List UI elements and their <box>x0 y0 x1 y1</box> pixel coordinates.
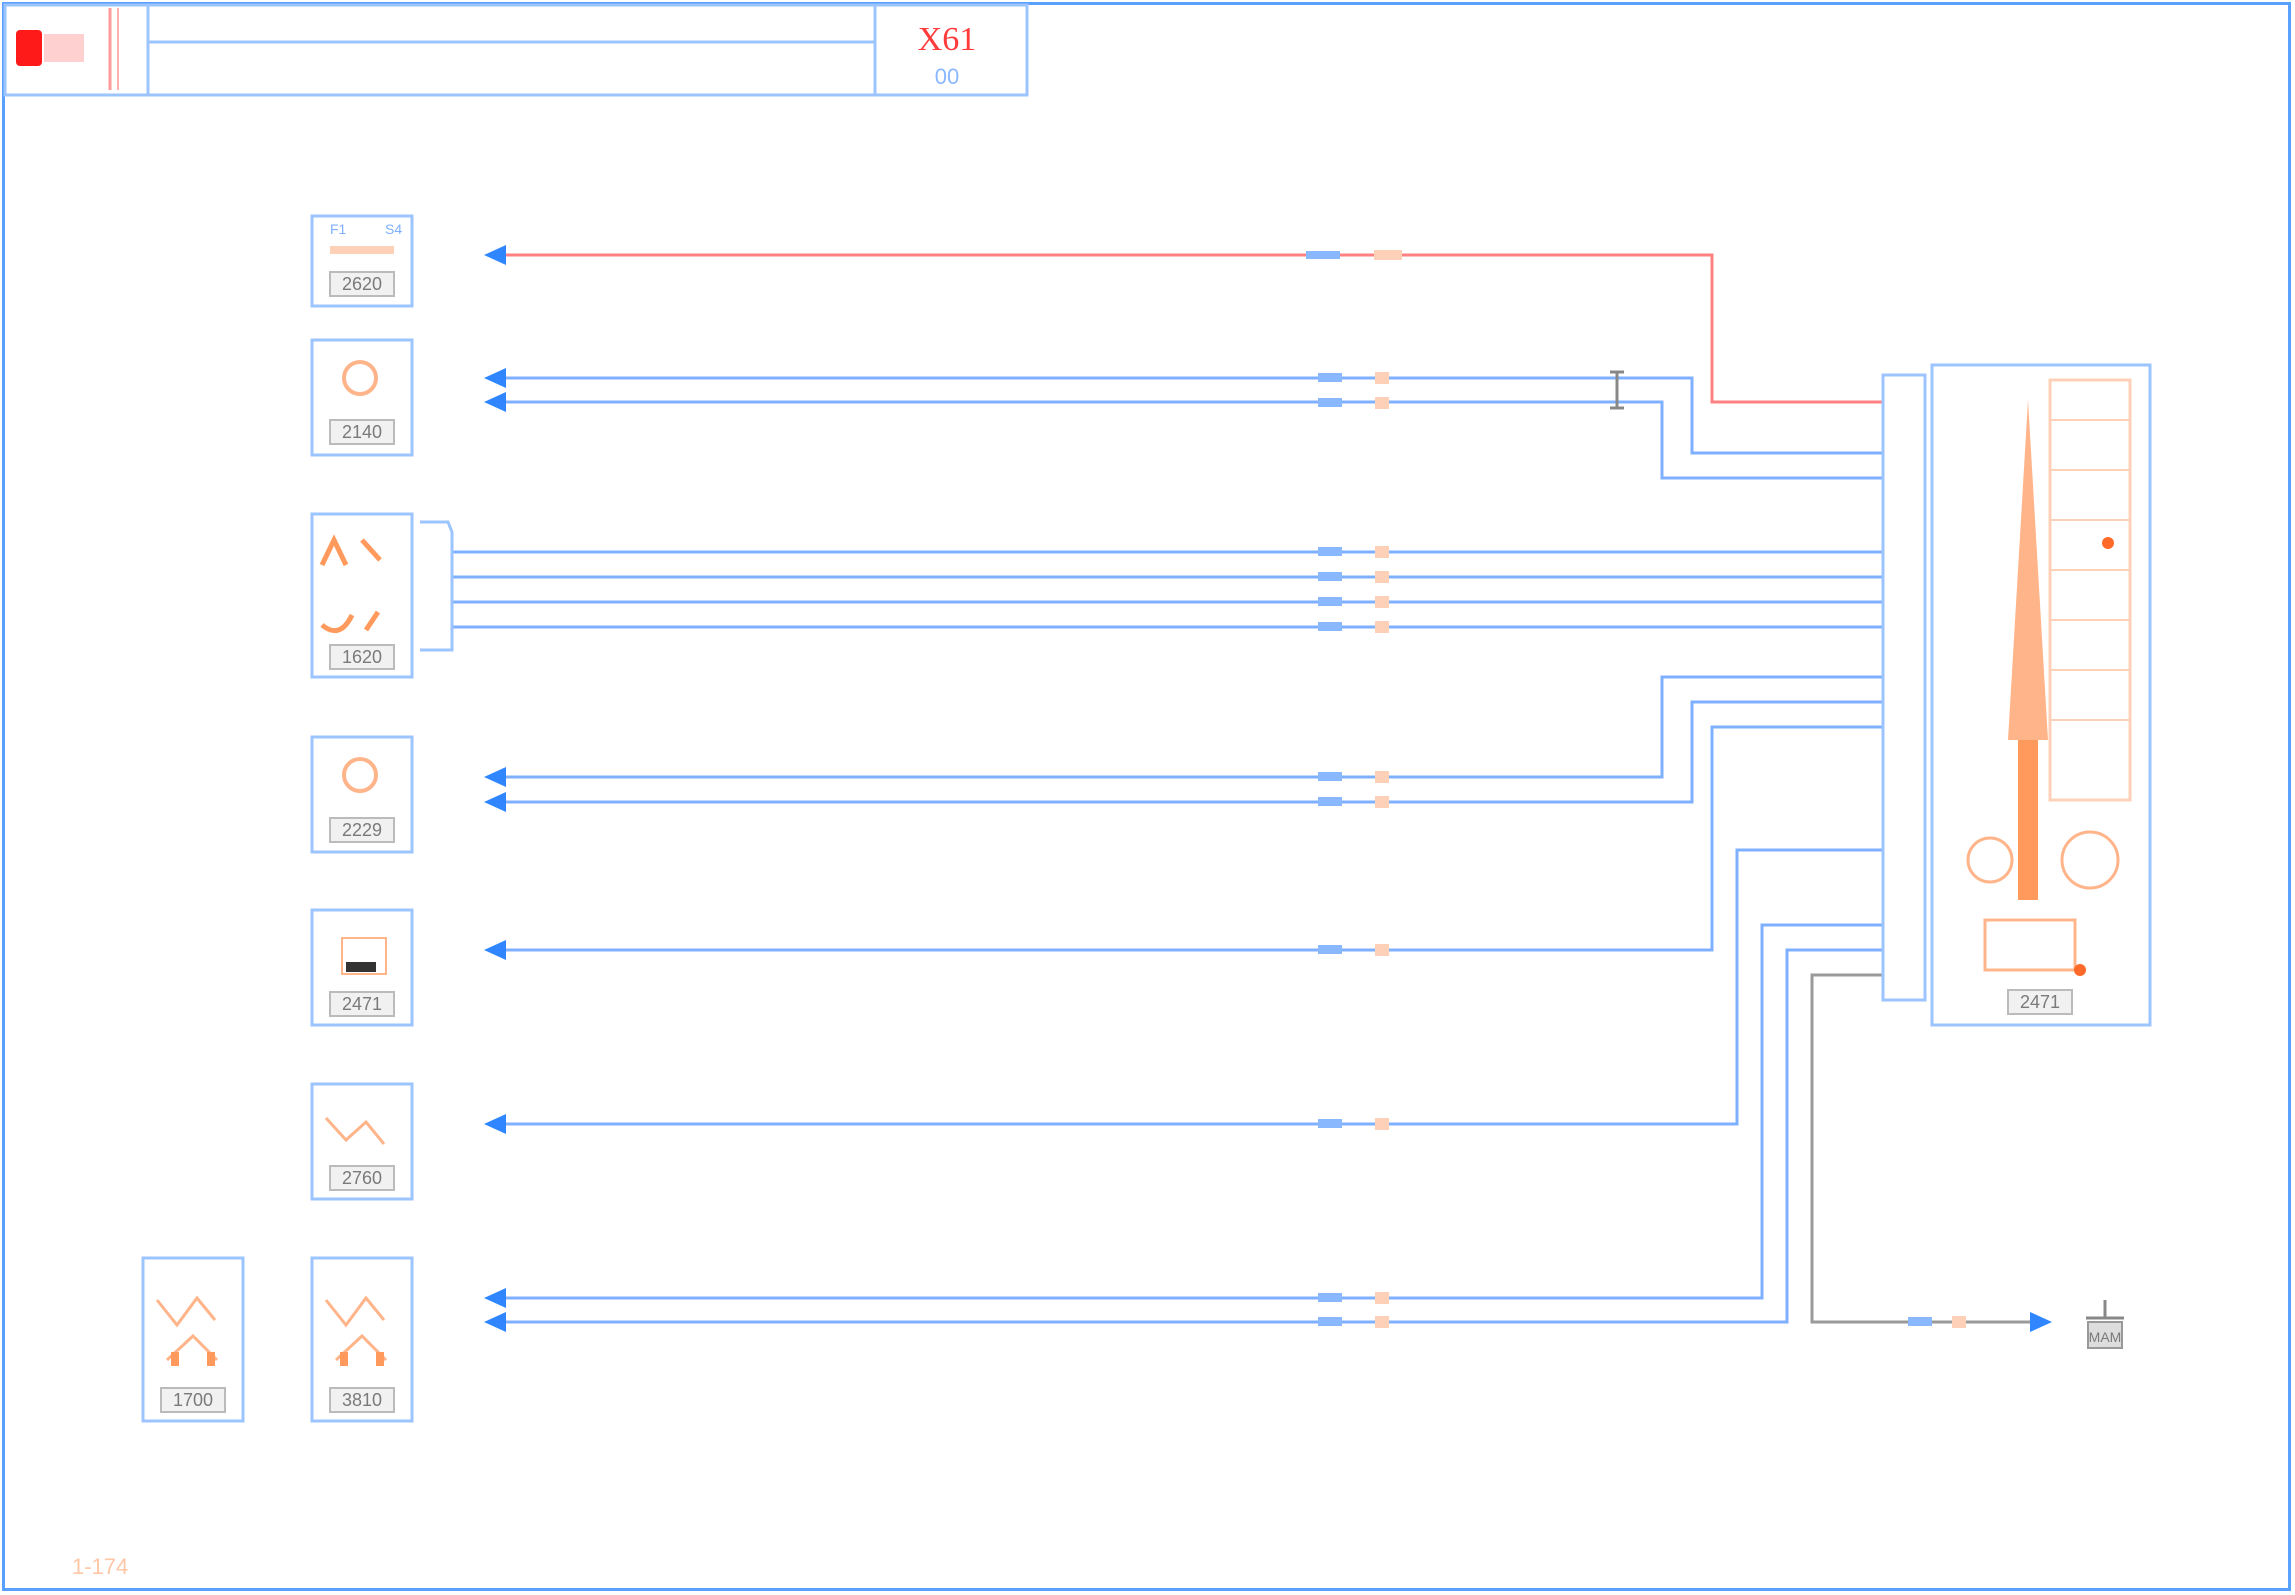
arrow-icon <box>484 392 506 412</box>
component-c8: 1700 <box>141 1256 245 1423</box>
component-code: 3810 <box>342 1390 382 1410</box>
arrow-icon <box>2030 1312 2052 1332</box>
connector-icon <box>16 8 119 90</box>
ground-label: MAM <box>2089 1329 2122 1345</box>
diagram-subtitle: 00 <box>935 64 959 89</box>
signal-wires <box>420 370 2040 1324</box>
component-c5: 2471 <box>310 908 414 1027</box>
arrow-icon <box>484 767 506 787</box>
page-reference: 1-174 <box>72 1554 128 1579</box>
arrow-icon <box>484 245 506 265</box>
wire-code-marks <box>1318 372 1966 1328</box>
pin-label: S4 <box>385 221 402 237</box>
ground-icon: MAM <box>2086 1300 2124 1349</box>
arrow-icon <box>484 940 506 960</box>
power-wire <box>500 250 1885 404</box>
arrow-icon <box>484 792 506 812</box>
component-code: 2620 <box>342 274 382 294</box>
component-c7: 3810 <box>310 1256 414 1423</box>
component-c2: 2140 <box>310 338 414 457</box>
arrow-icon <box>484 1288 506 1308</box>
component-code: 2229 <box>342 820 382 840</box>
diagram-title: X61 <box>918 21 977 58</box>
component-code: 1620 <box>342 647 382 667</box>
component-c6: 2760 <box>310 1082 414 1201</box>
arrow-icon <box>484 1312 506 1332</box>
ecu-code: 2471 <box>2020 992 2060 1012</box>
component-code: 2471 <box>342 994 382 1014</box>
arrow-icon <box>484 1114 506 1134</box>
component-code: 1700 <box>173 1390 213 1410</box>
wire-arrowheads <box>484 245 2052 1332</box>
component-code: 2760 <box>342 1168 382 1188</box>
arrow-icon <box>484 368 506 388</box>
component-c1: F1 S4 2620 <box>310 214 414 308</box>
component-code: 2140 <box>342 422 382 442</box>
ecu-module: 2471 <box>1881 363 2152 1027</box>
pin-label: F1 <box>330 221 347 237</box>
component-c3: 1620 <box>310 512 414 679</box>
component-c4: 2229 <box>310 735 414 854</box>
header-block: X61 00 <box>3 3 1029 97</box>
